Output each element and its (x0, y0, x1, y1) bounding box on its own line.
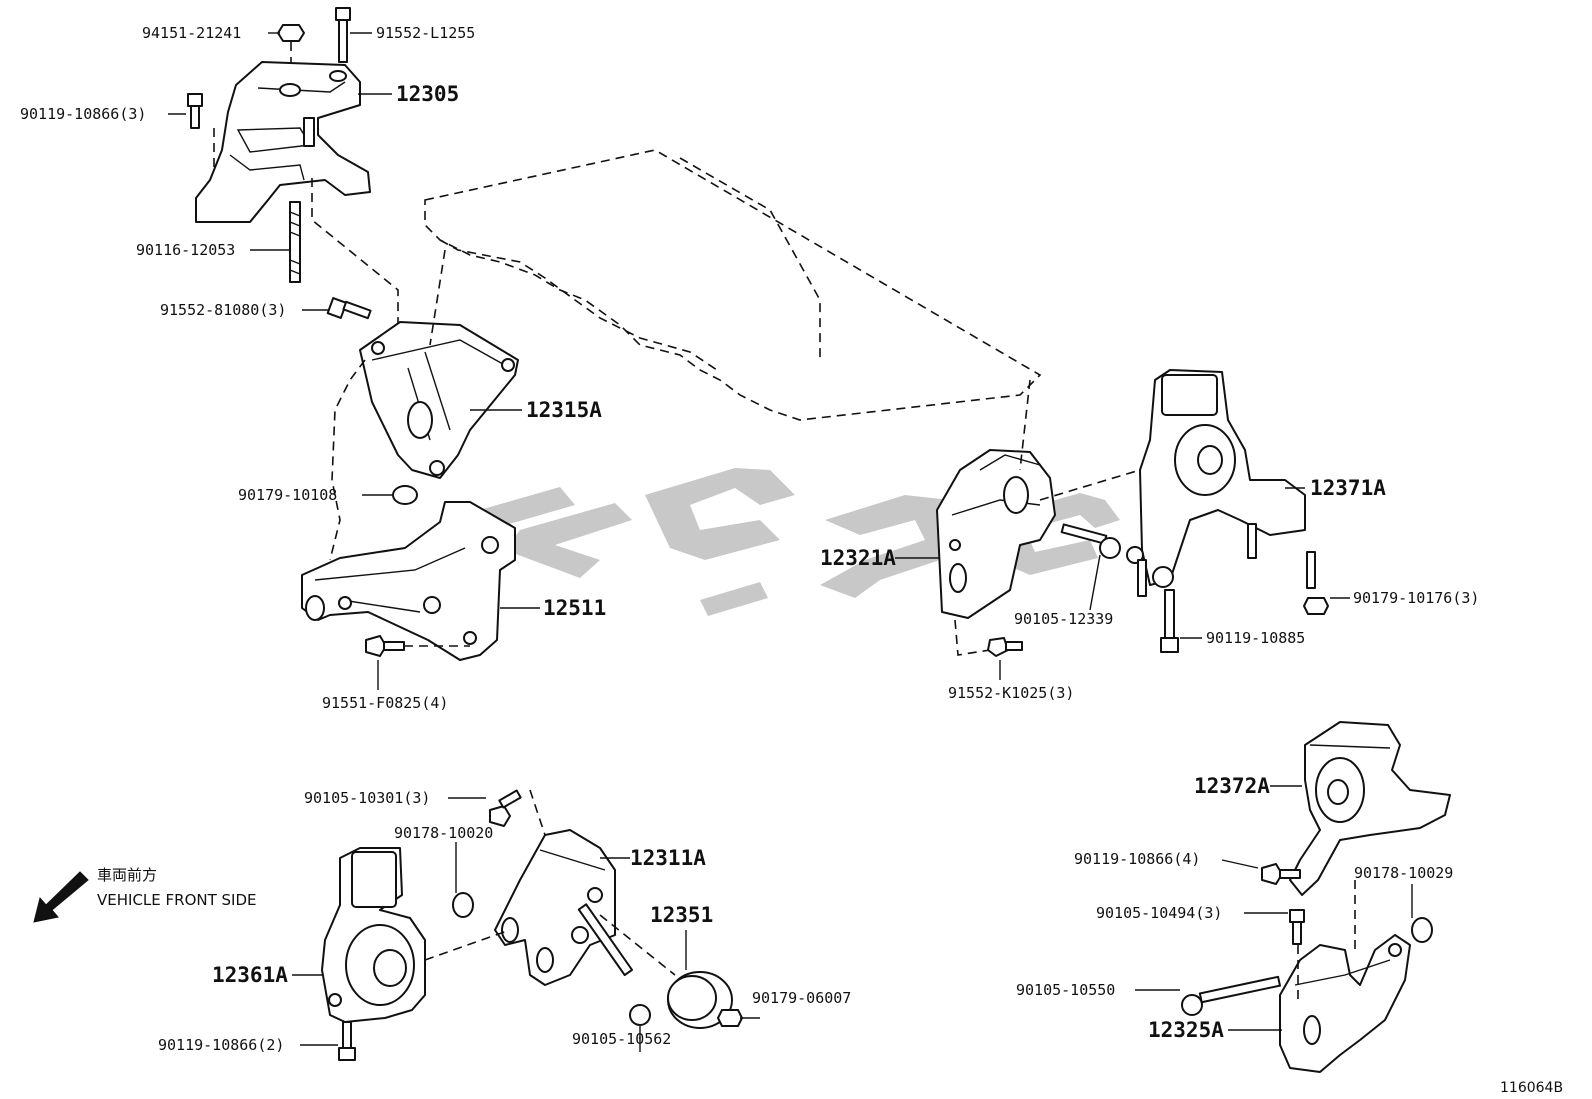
label-91552-L1255: 91552-L1255 (376, 24, 475, 42)
label-90179-10108: 90179-10108 (238, 486, 337, 504)
label-91551-F0825-4: 91551-F0825(4) (322, 694, 448, 712)
leader-lines (168, 32, 1413, 1052)
label-90119-10866-3: 90119-10866(3) (20, 105, 146, 123)
nut-90178-10029 (1411, 917, 1433, 943)
label-90179-06007: 90179-06007 (752, 989, 851, 1007)
label-12321A: 12321A (820, 546, 896, 570)
label-12351: 12351 (650, 903, 713, 927)
label-90179-10176-3: 90179-10176(3) (1353, 589, 1479, 607)
bolt-90119-10885 (1160, 589, 1179, 653)
label-90178-10020: 90178-10020 (394, 824, 493, 842)
label-12361A: 12361A (212, 963, 288, 987)
nut-90179-10108 (392, 485, 418, 505)
label-12325A: 12325A (1148, 1018, 1224, 1042)
label-91552-81080-3: 91552-81080(3) (160, 301, 286, 319)
bolt-91552-L1255 (335, 7, 351, 63)
part-labels: 94151-21241 91552-L1255 12305 90119-1086… (20, 24, 1479, 1054)
direction-note-subtitle: VEHICLE FRONT SIDE (97, 891, 257, 909)
part-12315A-bracket (329, 249, 519, 561)
label-12371A: 12371A (1310, 476, 1386, 500)
bolt-90119-10866-lower (338, 1021, 356, 1061)
label-90116-12053: 90116-12053 (136, 241, 235, 259)
bolt-91552-K1025 (987, 637, 1023, 657)
part-12321A-bracket (936, 379, 1056, 656)
label-94151-21241: 94151-21241 (142, 24, 241, 42)
bolt-90105-10562 (571, 903, 651, 1026)
vehicle-front-arrow (33, 871, 89, 923)
bolt-91552-81080 (326, 297, 372, 320)
bolt-90119-10866-upper (187, 93, 203, 129)
direction-note-title: 車両前方 (97, 866, 157, 884)
stud-90116-12053 (289, 201, 301, 283)
label-90119-10885: 90119-10885 (1206, 629, 1305, 647)
diagram-code: 116064B (1500, 1080, 1563, 1096)
label-12511: 12511 (543, 596, 606, 620)
bolt-91551-F0825 (365, 635, 470, 657)
part-12361A-mount (321, 847, 511, 1023)
part-12372A-mount (1289, 721, 1451, 896)
label-90119-10866-2: 90119-10866(2) (158, 1036, 284, 1054)
nut-90179-10176 (1303, 597, 1329, 615)
bolt-12371A-studs (1137, 523, 1316, 597)
label-90178-10029: 90178-10029 (1354, 864, 1453, 882)
bolt-90105-10301 (489, 789, 522, 827)
label-12305: 12305 (396, 82, 459, 106)
label-91552-K1025-3: 91552-K1025(3) (948, 684, 1074, 702)
part-12351-bushing (599, 914, 733, 1029)
label-90105-10550: 90105-10550 (1016, 981, 1115, 999)
label-12372A: 12372A (1194, 774, 1270, 798)
label-12311A: 12311A (630, 846, 706, 870)
bolt-90105-12339 (1060, 523, 1121, 559)
nut-90178-10020 (452, 892, 474, 918)
nut-94151-21241 (277, 24, 305, 62)
part-12305-upper-mount (195, 61, 399, 330)
label-90105-10562: 90105-10562 (572, 1030, 671, 1048)
part-12511-bracket (301, 501, 516, 661)
bolt-90119-10866-right (1261, 863, 1301, 885)
label-90105-10301-3: 90105-10301(3) (304, 789, 430, 807)
nut-90179-06007 (717, 1009, 743, 1027)
label-90105-12339: 90105-12339 (1014, 610, 1113, 628)
part-12325A-bracket (1279, 880, 1411, 1073)
label-90119-10866-4: 90119-10866(4) (1074, 850, 1200, 868)
bolt-90105-10550 (1181, 975, 1281, 1016)
engine-outline (424, 149, 1042, 421)
part-12311A-bracket (494, 789, 616, 986)
label-90105-10494-3: 90105-10494(3) (1096, 904, 1222, 922)
label-12315A: 12315A (526, 398, 602, 422)
bolt-90105-10494 (1289, 909, 1305, 945)
part-12371A-mount (1039, 369, 1306, 588)
